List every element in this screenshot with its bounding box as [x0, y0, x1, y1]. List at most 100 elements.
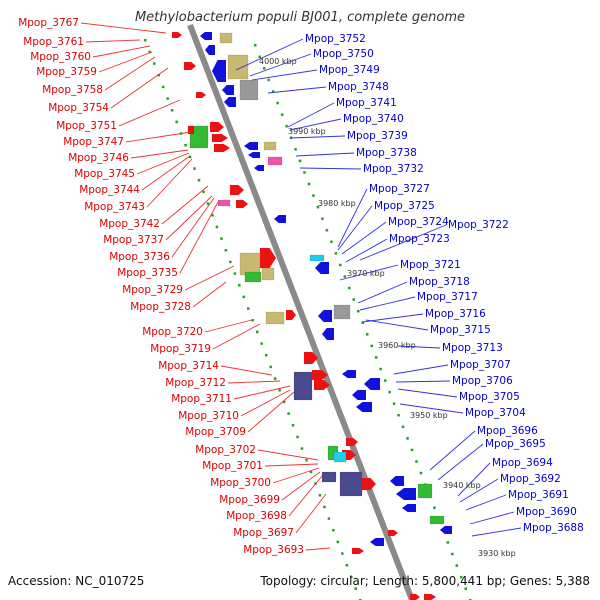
gene-feature — [200, 32, 212, 40]
leader-line — [267, 86, 327, 94]
gene-label-left[interactable]: Mpop_3760 — [30, 51, 91, 63]
gene-label-left[interactable]: Mpop_3728 — [130, 301, 191, 313]
gene-label-left[interactable]: Mpop_3745 — [74, 168, 135, 180]
track-dot — [401, 425, 405, 429]
leader-line — [365, 319, 429, 331]
track-dot — [260, 342, 263, 345]
gene-label-right[interactable]: Mpop_3722 — [448, 219, 509, 231]
gene-label-right[interactable]: Mpop_3694 — [492, 457, 553, 469]
gene-label-right[interactable]: Mpop_3690 — [516, 506, 577, 518]
gene-label-left[interactable]: Mpop_3767 — [18, 17, 79, 29]
gene-label-right[interactable]: Mpop_3739 — [347, 130, 408, 142]
gene-label-left[interactable]: Mpop_3699 — [219, 494, 280, 506]
gene-label-right[interactable]: Mpop_3717 — [417, 291, 478, 303]
leader-line — [465, 494, 507, 511]
track-dot — [316, 205, 320, 209]
leader-line — [471, 527, 522, 537]
gene-label-left[interactable]: Mpop_3759 — [36, 66, 97, 78]
gene-label-right[interactable]: Mpop_3741 — [336, 97, 397, 109]
gene-feature — [342, 370, 356, 378]
gene-label-left[interactable]: Mpop_3737 — [103, 234, 164, 246]
gene-label-right[interactable]: Mpop_3688 — [523, 522, 584, 534]
gene-label-right[interactable]: Mpop_3724 — [388, 216, 449, 228]
gene-label-left[interactable]: Mpop_3747 — [63, 136, 124, 148]
gene-label-right[interactable]: Mpop_3718 — [409, 276, 470, 288]
gene-label-left[interactable]: Mpop_3701 — [202, 460, 263, 472]
gene-label-right[interactable]: Mpop_3748 — [328, 81, 389, 93]
gene-label-left[interactable]: Mpop_3698 — [226, 510, 287, 522]
gene-label-right[interactable]: Mpop_3695 — [485, 438, 546, 450]
gene-label-left[interactable]: Mpop_3720 — [142, 326, 203, 338]
gene-feature — [312, 370, 328, 380]
gene-label-right[interactable]: Mpop_3740 — [343, 113, 404, 125]
gene-label-right[interactable]: Mpop_3716 — [425, 308, 486, 320]
gene-label-right[interactable]: Mpop_3723 — [389, 233, 450, 245]
gene-label-left[interactable]: Mpop_3746 — [68, 152, 129, 164]
gene-features — [172, 32, 452, 600]
leader-line — [395, 380, 451, 383]
track-dot — [296, 435, 299, 439]
leader-line — [397, 345, 441, 349]
kbp-tick-label: 3980 kbp — [318, 199, 356, 208]
track-dot — [267, 78, 270, 82]
track-dot — [273, 377, 277, 380]
gene-label-left[interactable]: Mpop_3751 — [56, 120, 117, 132]
gene-label-left[interactable]: Mpop_3758 — [42, 84, 103, 96]
track-dot — [215, 225, 219, 229]
gene-label-left[interactable]: Mpop_3743 — [84, 201, 145, 213]
gene-label-left[interactable]: Mpop_3697 — [233, 527, 294, 539]
track-dot — [242, 295, 246, 299]
track-dot — [300, 447, 304, 450]
track-dot — [294, 148, 297, 151]
gene-label-right[interactable]: Mpop_3727 — [369, 183, 430, 195]
gene-label-right[interactable]: Mpop_3692 — [500, 473, 561, 485]
gene-feature — [286, 310, 296, 320]
gene-label-right[interactable]: Mpop_3691 — [508, 489, 569, 501]
track-dot — [233, 272, 237, 275]
gene-feature — [244, 142, 258, 150]
gene-label-left[interactable]: Mpop_3709 — [185, 426, 246, 438]
gene-feature — [318, 310, 332, 322]
gene-label-right[interactable]: Mpop_3704 — [465, 407, 526, 419]
gene-label-left[interactable]: Mpop_3761 — [23, 36, 84, 48]
gene-label-right[interactable]: Mpop_3750 — [313, 48, 374, 60]
gene-label-right[interactable]: Mpop_3738 — [356, 147, 417, 159]
leader-line — [235, 38, 304, 71]
gene-label-right[interactable]: Mpop_3707 — [450, 359, 511, 371]
gene-label-left[interactable]: Mpop_3729 — [122, 284, 183, 296]
gene-label-left[interactable]: Mpop_3754 — [48, 102, 109, 114]
gene-label-left[interactable]: Mpop_3719 — [150, 343, 211, 355]
gene-label-right[interactable]: Mpop_3752 — [305, 33, 366, 45]
leader-line — [227, 380, 281, 384]
gene-label-left[interactable]: Mpop_3714 — [158, 360, 219, 372]
gene-label-right[interactable]: Mpop_3706 — [452, 375, 513, 387]
gene-label-left[interactable]: Mpop_3742 — [99, 218, 160, 230]
gene-label-right[interactable]: Mpop_3725 — [374, 200, 435, 212]
gene-label-left[interactable]: Mpop_3711 — [171, 393, 232, 405]
gene-label-right[interactable]: Mpop_3715 — [430, 324, 491, 336]
gene-label-left[interactable]: Mpop_3744 — [79, 184, 140, 196]
gene-feature — [362, 478, 376, 490]
gene-label-left[interactable]: Mpop_3693 — [243, 544, 304, 556]
leader-line — [429, 430, 476, 471]
track-dot — [383, 379, 387, 382]
footer: Accession: NC_010725 Topology: circular;… — [0, 574, 600, 592]
gene-label-right[interactable]: Mpop_3705 — [459, 391, 520, 403]
gene-labels: Mpop_3767Mpop_3761Mpop_3760Mpop_3759Mpop… — [18, 17, 584, 556]
gene-label-left[interactable]: Mpop_3710 — [178, 410, 239, 422]
gene-label-right[interactable]: Mpop_3713 — [442, 342, 503, 354]
track-dot — [323, 505, 326, 509]
gene-label-left[interactable]: Mpop_3702 — [195, 444, 256, 456]
track-dot — [374, 356, 378, 359]
track-dot — [287, 412, 290, 415]
gene-label-right[interactable]: Mpop_3732 — [363, 163, 424, 175]
gene-label-left[interactable]: Mpop_3735 — [117, 267, 178, 279]
gene-label-right[interactable]: Mpop_3721 — [400, 259, 461, 271]
leader-line — [171, 197, 215, 258]
gene-label-left[interactable]: Mpop_3700 — [210, 477, 271, 489]
gene-label-left[interactable]: Mpop_3736 — [109, 251, 170, 263]
gene-label-left[interactable]: Mpop_3712 — [165, 377, 226, 389]
gene-label-right[interactable]: Mpop_3696 — [477, 425, 538, 437]
gene-label-right[interactable]: Mpop_3749 — [319, 64, 380, 76]
